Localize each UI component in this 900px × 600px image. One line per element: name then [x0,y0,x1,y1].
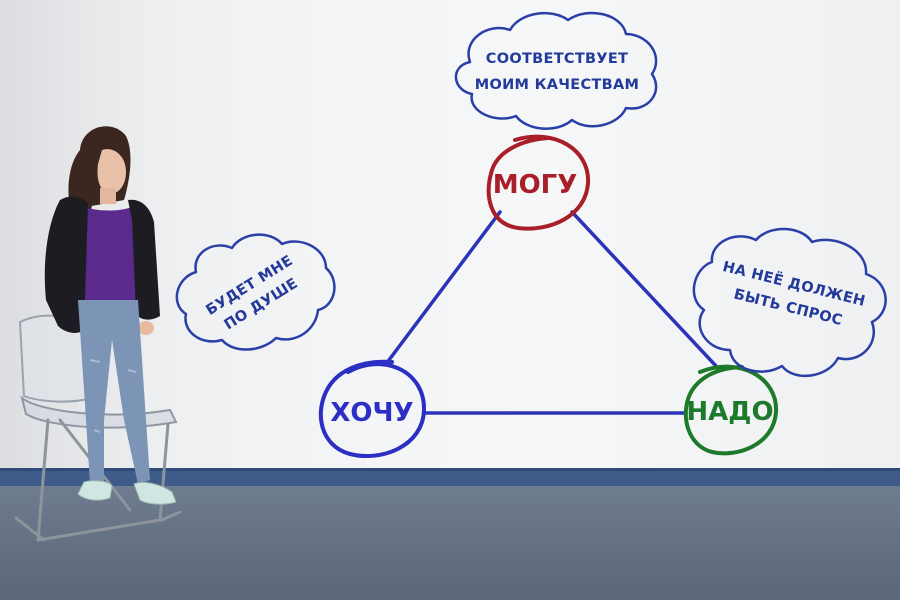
node-nado-label: НАДО [686,397,773,427]
node-hochu-label: ХОЧУ [330,398,413,428]
neck [100,188,116,204]
acrylic-chair [14,314,182,542]
cloud-right-outline [692,227,887,378]
cloud-left-outline [175,233,336,351]
carpet-floor [0,486,900,600]
cloud-top-line1: СООТВЕТСТВУЕТ [486,51,629,67]
person [44,126,177,505]
baseboard [0,468,900,486]
cardigan-left [44,196,88,333]
jeans-wear [89,359,137,433]
cloud-top-outline [454,11,658,130]
edge-mogu-hochu [384,210,502,366]
node-mogu: МОГУ [486,134,591,231]
triangle-edges [384,210,718,415]
cloud-top-line2: МОИМ КАЧЕСТВАМ [475,77,640,93]
edge-mogu-nado [570,210,718,368]
cardigan-right [128,199,160,320]
node-hochu: ХОЧУ [318,359,427,459]
node-hochu-ring [318,359,427,459]
left-shoe [77,480,113,501]
baseboard-edge [0,468,900,471]
node-mogu-label: МОГУ [493,170,578,200]
cloud-top: СООТВЕТСТВУЕТ МОИМ КАЧЕСТВАМ [454,11,658,130]
jeans [78,300,150,484]
face [97,149,126,194]
node-nado: НАДО [683,364,779,456]
right-hand [138,321,154,335]
node-nado-ring [683,364,779,456]
node-mogu-ring [486,134,591,231]
right-shoe [133,481,177,505]
chair-legs [14,418,182,542]
purple-top [80,206,138,305]
